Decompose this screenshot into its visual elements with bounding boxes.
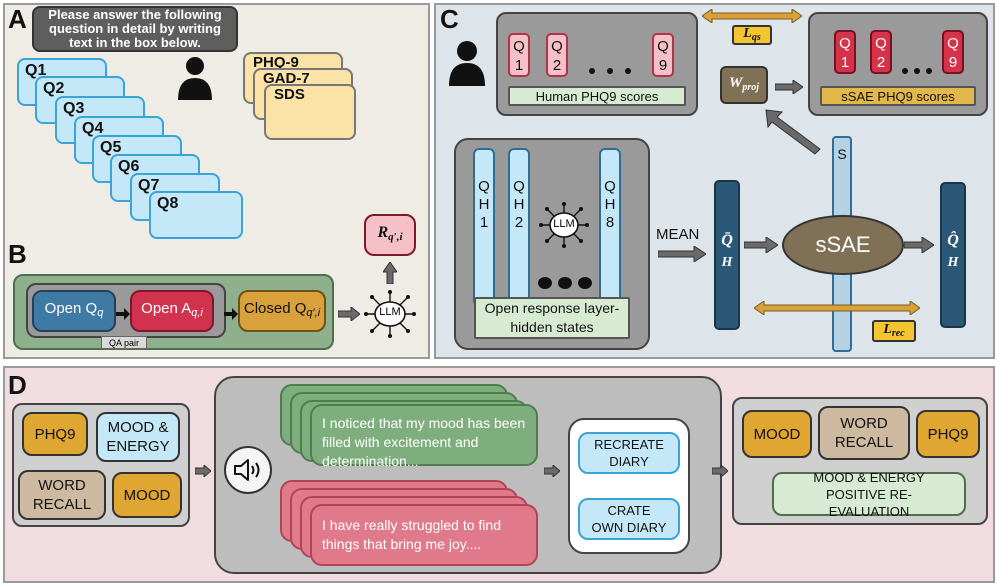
pre-mood-energy: MOOD & ENERGY <box>96 412 180 462</box>
human-q1: Q 1 <box>508 33 530 77</box>
closed-question-box: Closed Qq′,i <box>238 290 326 332</box>
ellipsis-dot <box>578 277 592 289</box>
open-question-label: Open Qq <box>44 300 104 319</box>
qa-pair-label: QA pair <box>101 336 147 349</box>
positive-diary-entry: I noticed that my mood has been filled w… <box>310 404 538 469</box>
post-word-recall: WORD RECALL <box>818 406 910 460</box>
person-icon <box>176 56 214 100</box>
hidden-states-label: Open response layer-hidden states <box>474 297 630 339</box>
result-label: Rq′,i <box>377 224 403 243</box>
ellipsis-dot <box>902 68 908 74</box>
panel-d-label: D <box>8 370 27 400</box>
arrow-icon <box>657 245 707 263</box>
loss-rec-label: Lrec <box>872 320 916 342</box>
arrow-icon <box>224 305 238 320</box>
ellipsis-dot <box>607 68 613 74</box>
create-own-diary-option[interactable]: CRATE OWN DIARY <box>578 498 680 540</box>
arrow-icon <box>543 462 561 479</box>
post-phq9: PHQ9 <box>916 410 980 458</box>
arrow-icon <box>194 462 212 479</box>
question-card-8: Q8 <box>149 191 243 239</box>
prompt-box: Please answer the following question in … <box>32 6 238 52</box>
qh-layer-2: Q H 2 <box>508 148 530 306</box>
arrow-icon <box>337 305 361 323</box>
panel-a-label: A <box>8 4 27 34</box>
ellipsis-dot <box>538 277 552 289</box>
llm-brain-icon <box>537 200 591 250</box>
double-arrow-icon <box>701 8 803 24</box>
loss-qs-label: Lqs <box>732 25 772 45</box>
ellipsis-dot <box>625 68 631 74</box>
diagonal-arrow-icon <box>760 106 824 156</box>
arrow-icon <box>903 236 935 254</box>
ssae-q2: Q 2 <box>870 30 892 74</box>
open-answer-label: Open Aq,i <box>141 300 203 319</box>
qhat-label: Q̂ <box>947 232 959 249</box>
post-mood: MOOD <box>742 410 812 458</box>
ssae-q9: Q 9 <box>942 30 964 74</box>
arrow-icon <box>743 236 779 254</box>
result-box: Rq′,i <box>364 214 416 256</box>
closed-question-label: Closed Qq′,i <box>243 300 321 319</box>
panel-c-label: C <box>440 4 459 34</box>
ellipsis-dot <box>926 68 932 74</box>
open-answer-box: Open Aq,i <box>130 290 214 332</box>
pre-word-recall: WORD RECALL <box>18 470 106 520</box>
negative-diary-entry: I have really struggled to find things t… <box>310 504 538 566</box>
arrow-icon <box>711 462 729 479</box>
ssae-q1: Q 1 <box>834 30 856 74</box>
scale-card-sds: SDS <box>264 84 356 140</box>
w-proj-box: Wproj <box>720 66 768 104</box>
ssae-scores-label: sSAE PHQ9 scores <box>820 86 976 106</box>
pre-mood: MOOD <box>112 472 182 518</box>
pre-phq9: PHQ9 <box>22 412 88 456</box>
double-arrow-icon <box>753 300 921 316</box>
qh-layer-8: Q H 8 <box>599 148 621 306</box>
ellipsis-dot <box>589 68 595 74</box>
arrow-icon <box>774 79 804 95</box>
qh-layer-1: Q H 1 <box>473 148 495 306</box>
qhat-h-vector <box>940 182 966 328</box>
llm-label: LLM <box>553 218 575 230</box>
arrow-icon <box>116 305 130 320</box>
ssae-node: sSAE <box>782 215 904 275</box>
human-q2: Q 2 <box>546 33 568 77</box>
open-question-box: Open Qq <box>32 290 116 332</box>
ellipsis-dot <box>914 68 920 74</box>
qbar-h-label: H <box>721 255 733 270</box>
llm-brain-icon <box>362 288 418 340</box>
recreate-diary-option[interactable]: RECREATE DIARY <box>578 432 680 474</box>
positive-diary-text: I noticed that my mood has been filled w… <box>322 415 526 469</box>
s-label: S <box>837 146 847 162</box>
ellipsis-dot <box>558 277 572 289</box>
prompt-text: Please answer the following question in … <box>48 7 222 50</box>
qbar-label: Q̄ <box>721 232 733 249</box>
person-icon <box>447 40 487 86</box>
human-q9: Q 9 <box>652 33 674 77</box>
speaker-icon[interactable] <box>224 446 272 494</box>
qbar-h-vector <box>714 180 740 330</box>
panel-b-label: B <box>8 239 27 269</box>
qhat-h-label: H <box>947 255 959 270</box>
post-mood-energy-reevaluation: MOOD & ENERGY POSITIVE RE-EVALUATION <box>772 470 966 519</box>
negative-diary-text: I have really struggled to find things t… <box>322 517 501 552</box>
human-scores-label: Human PHQ9 scores <box>508 86 686 106</box>
llm-label: LLM <box>379 306 401 318</box>
mean-label: MEAN <box>656 226 700 243</box>
up-arrow-icon <box>382 261 398 285</box>
